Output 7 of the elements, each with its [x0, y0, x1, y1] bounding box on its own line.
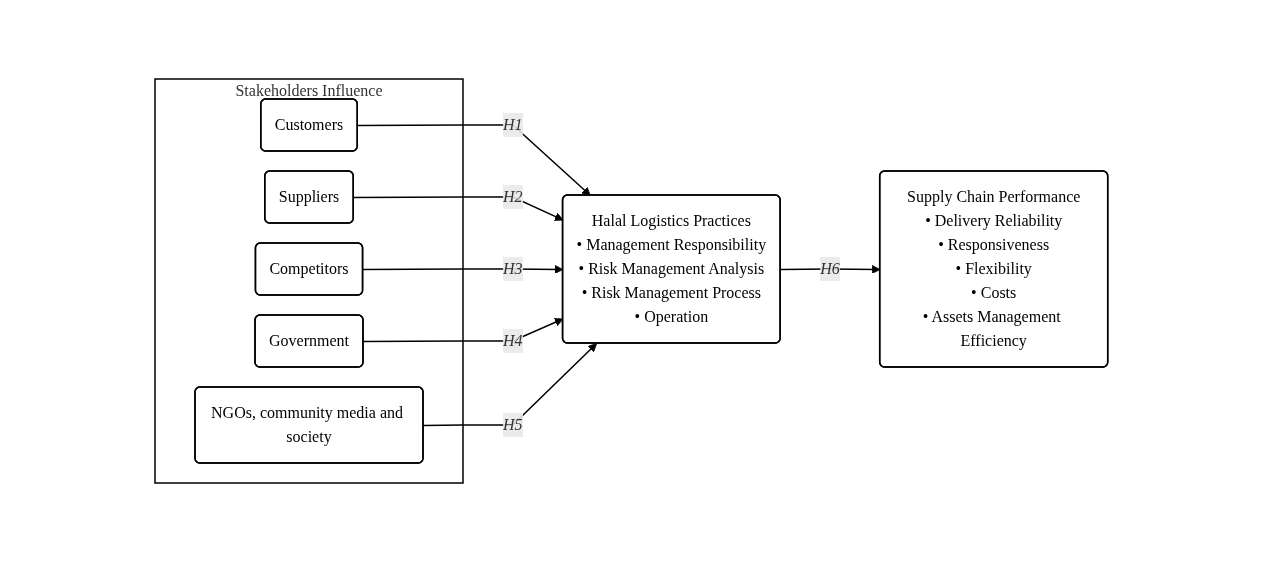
- edge-label: H2: [503, 187, 523, 205]
- edge-label: H1: [503, 115, 523, 133]
- edge-label: H5: [503, 415, 523, 433]
- arrow: [357, 123, 591, 196]
- edge-label: H3: [503, 259, 523, 277]
- edge-label: H4: [503, 331, 523, 349]
- edge-label: H6: [820, 259, 840, 277]
